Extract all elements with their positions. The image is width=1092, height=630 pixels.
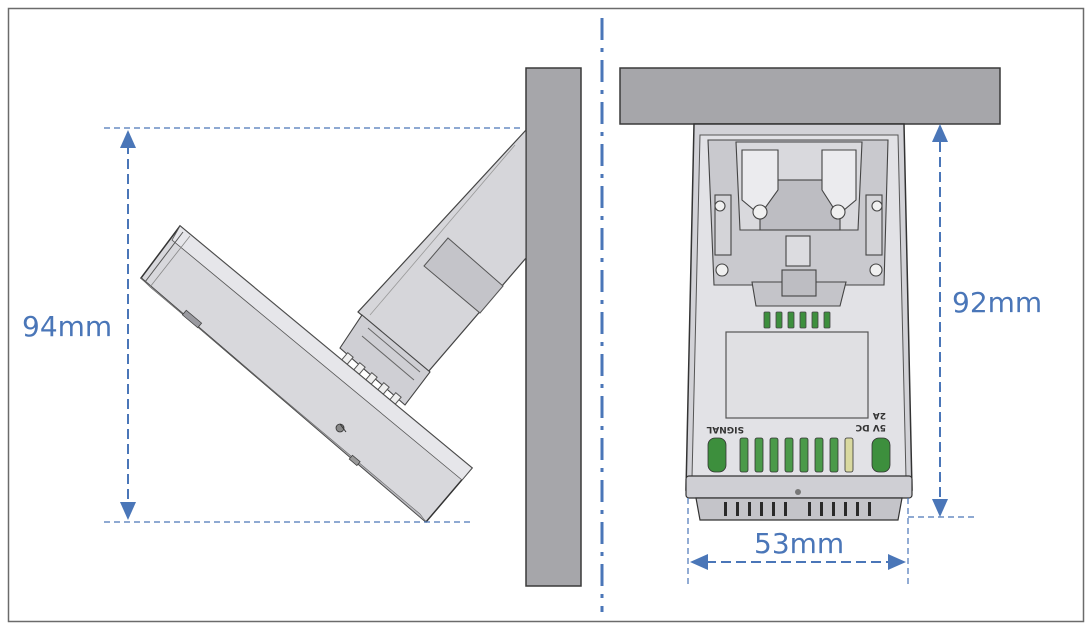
pcb-power-label: 5V DC: [855, 422, 886, 432]
right-terminal-block: [707, 437, 891, 473]
pcb-current-label: 2A: [873, 410, 886, 420]
arrow-down-icon: [932, 499, 948, 517]
pcb-signal-label: SIGNAL: [706, 424, 744, 434]
left-wall: [525, 67, 582, 587]
left-bracket-arm: [339, 128, 527, 406]
left-height-label: 94mm: [22, 310, 112, 343]
arrow-up-icon: [932, 124, 948, 142]
right-height-dimension: 92mm: [908, 124, 1042, 518]
right-upper-connector-pins: [763, 311, 831, 329]
left-view: 94mm: [22, 67, 582, 587]
right-mounting-bracket: [707, 139, 889, 307]
right-height-label: 92mm: [952, 286, 1042, 319]
right-label-area: [725, 331, 869, 419]
arrow-left-icon: [690, 554, 708, 570]
arrow-down-icon: [120, 502, 136, 520]
right-width-label: 53mm: [754, 527, 844, 560]
right-ceiling: [619, 67, 1001, 125]
right-width-dimension: 53mm: [687, 498, 909, 586]
right-view: SIGNAL 5V DC 2A: [619, 67, 1042, 586]
image-border: [7, 7, 1085, 623]
arrow-up-icon: [120, 130, 136, 148]
left-height-dimension: 94mm: [22, 127, 524, 523]
arrow-right-icon: [888, 554, 906, 570]
right-bottom-vents: [724, 489, 871, 516]
